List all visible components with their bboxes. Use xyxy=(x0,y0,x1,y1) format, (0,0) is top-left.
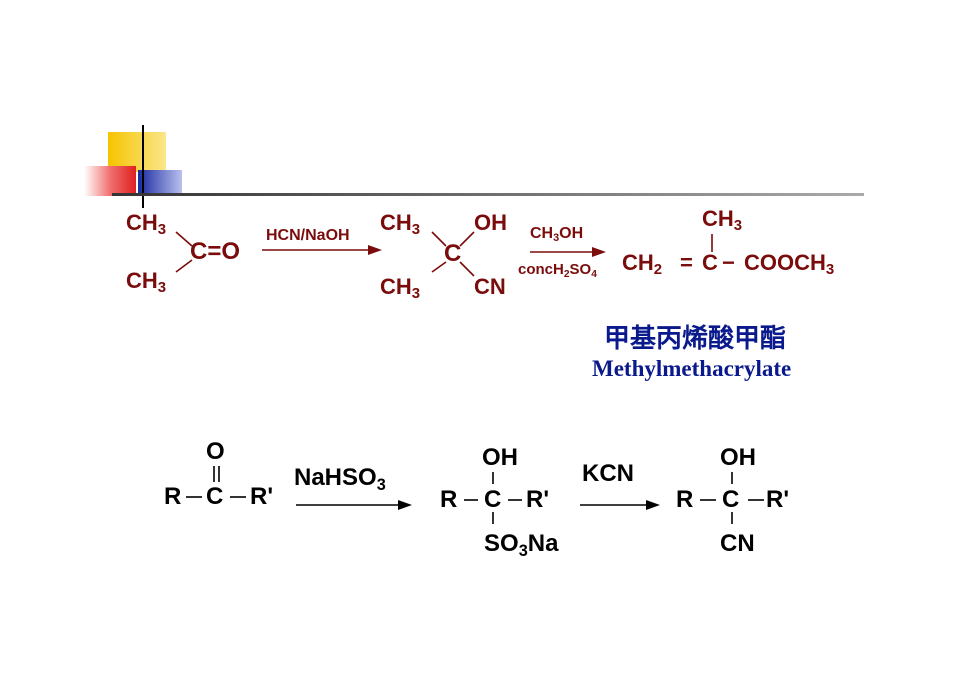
reaction2-bonds xyxy=(186,466,764,524)
reagent-nahso3: NaHSO3 xyxy=(294,464,386,494)
acetone-carbonyl: C=O xyxy=(190,238,241,265)
reaction1-arrows xyxy=(262,245,606,257)
reaction1-bonds xyxy=(175,231,713,277)
product2-r: R xyxy=(676,486,694,513)
adduct-oh: OH xyxy=(482,444,518,471)
product-ch3: CH3 xyxy=(702,206,743,235)
reaction2-arrows xyxy=(296,500,660,510)
cyanohydrin-ch3-top: CH3 xyxy=(380,210,421,239)
product2-carbon: C xyxy=(722,486,740,513)
red-square xyxy=(84,166,136,196)
product-double-bond: = xyxy=(680,250,693,275)
product2-rprime: R' xyxy=(766,486,790,513)
reagent-conc-h2so4: concH2SO4 xyxy=(518,261,597,280)
product-ch2: CH2 xyxy=(622,250,663,279)
acetone-ch3-bottom: CH3 xyxy=(126,268,167,297)
reagent-methanol: CH3OH xyxy=(530,225,584,245)
cyanohydrin-oh: OH xyxy=(474,210,507,235)
horizontal-rule xyxy=(112,193,864,196)
product-ester: COOCH3 xyxy=(744,250,835,279)
product-name-chinese: 甲基丙烯酸甲酯 xyxy=(604,324,787,354)
cyanohydrin-carbon: C xyxy=(444,240,462,267)
blue-square xyxy=(138,170,182,196)
acetone-ch3-top: CH3 xyxy=(126,210,167,239)
ketone-oxygen: O xyxy=(206,438,225,465)
adduct-so3na: SO3Na xyxy=(484,530,559,560)
cyanohydrin-cn: CN xyxy=(474,274,506,299)
product-name-english: Methylmethacrylate xyxy=(592,356,792,381)
product-carbon: C xyxy=(702,250,718,275)
reagent-hcn-naoh: HCN/NaOH xyxy=(266,227,350,244)
adduct-r: R xyxy=(440,486,458,513)
ketone-carbon: C xyxy=(206,483,224,510)
reagent-kcn: KCN xyxy=(582,460,634,487)
ketone-r: R xyxy=(164,483,182,510)
product-single-bond: − xyxy=(722,250,735,275)
adduct-carbon: C xyxy=(484,486,502,513)
cyanohydrin-ch3-bottom: CH3 xyxy=(380,274,421,303)
adduct-rprime: R' xyxy=(526,486,550,513)
yellow-square xyxy=(108,132,166,172)
product2-cn: CN xyxy=(720,530,755,557)
ketone-rprime: R' xyxy=(250,483,274,510)
product2-oh: OH xyxy=(720,444,756,471)
